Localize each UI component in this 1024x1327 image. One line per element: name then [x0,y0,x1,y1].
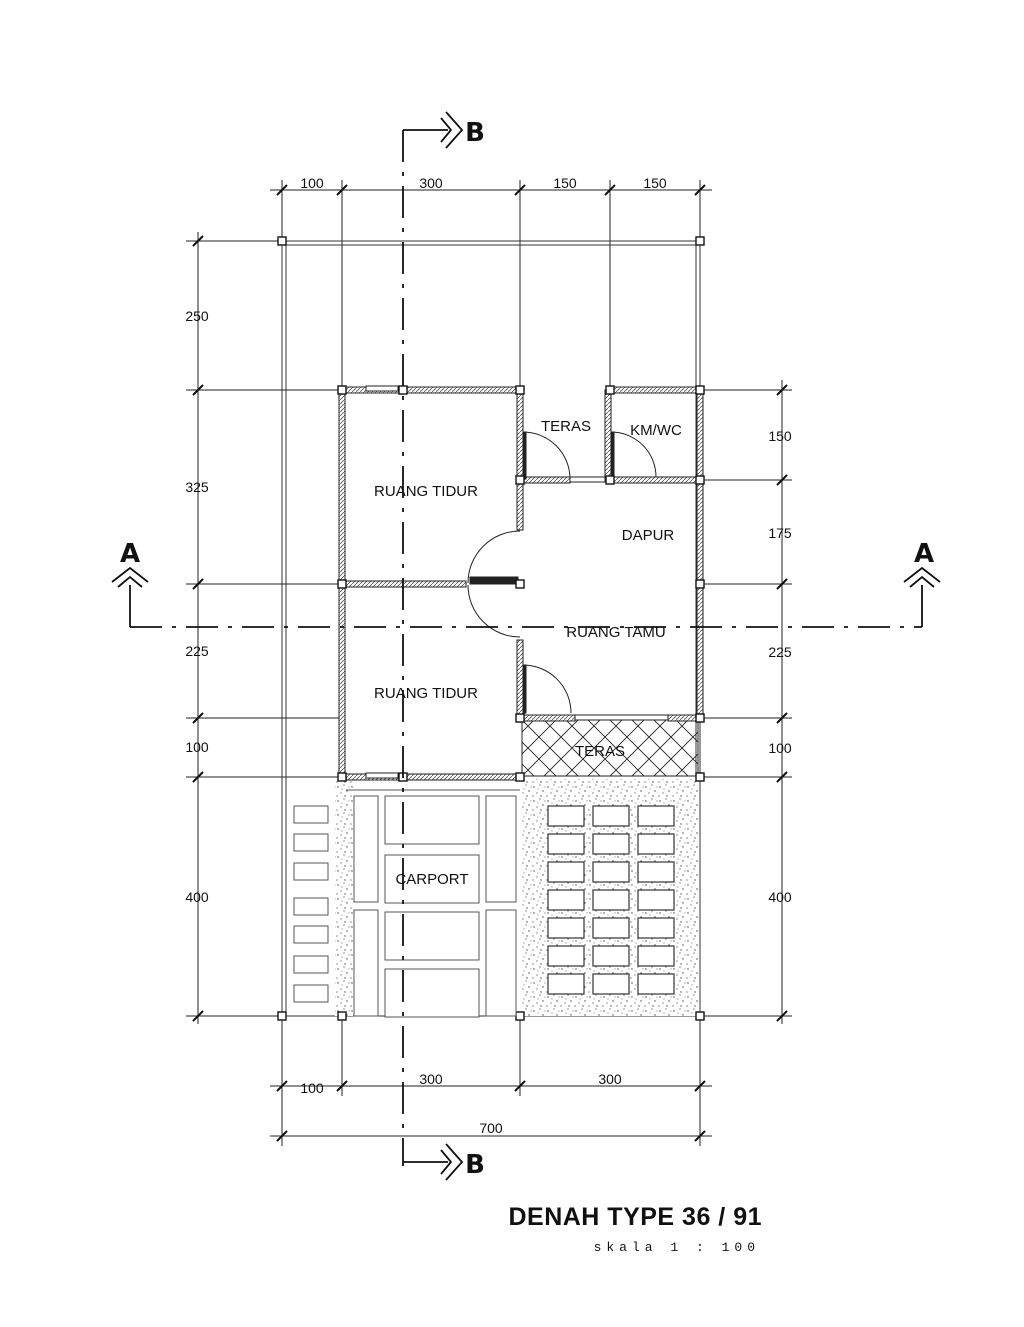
dim-left-3: 225 [185,643,209,659]
dim-right-3: 225 [768,644,792,660]
dim-top-4: 150 [643,175,667,191]
room-label-bedroom-2: RUANG TIDUR [374,685,478,702]
room-label-bedroom-1: RUANG TIDUR [374,483,478,500]
garden-blocks [547,805,675,995]
room-label-carport: CARPORT [395,871,468,888]
dim-right-1: 150 [768,428,792,444]
drawing-scale: skala 1 : 100 [593,1240,760,1255]
section-line-b [402,111,464,1181]
dim-top-3: 150 [553,175,577,191]
dim-right-4: 100 [768,740,792,756]
room-label-living-room: RUANG TAMU [566,624,665,641]
dim-left-5: 400 [185,889,209,905]
room-label-bathroom: KM/WC [630,422,682,439]
dim-right-5: 400 [768,889,792,905]
front-terrace-floor [521,719,699,777]
dim-bottom-3: 300 [598,1071,622,1087]
room-label-terrace-back: TERAS [541,418,591,435]
section-marker-a-left: A [120,539,140,569]
dim-top-2: 300 [419,175,443,191]
dim-bottom-2: 300 [419,1071,443,1087]
drawing-title: DENAH TYPE 36 / 91 [508,1203,762,1231]
window-frames [365,385,669,779]
carport-pavers [293,789,520,1018]
doors [467,431,657,714]
section-line-a [111,566,941,628]
section-marker-b-top: B [465,118,485,148]
dim-top-1: 100 [300,175,324,191]
section-marker-b-bottom: B [465,1150,485,1180]
dim-right-2: 175 [768,525,792,541]
columns [277,236,705,1021]
room-label-kitchen: DAPUR [622,527,675,544]
dimension-ticks [192,184,788,1142]
dim-left-4: 100 [185,739,209,755]
dim-left-1: 250 [185,308,209,324]
carport-gravel-strip [335,779,353,1016]
dim-total-width: 700 [479,1120,503,1136]
dim-bottom-1: 100 [300,1080,324,1096]
room-label-terrace-front: TERAS [575,743,625,760]
section-marker-a-right: A [914,539,934,569]
dim-left-2: 325 [185,479,209,495]
